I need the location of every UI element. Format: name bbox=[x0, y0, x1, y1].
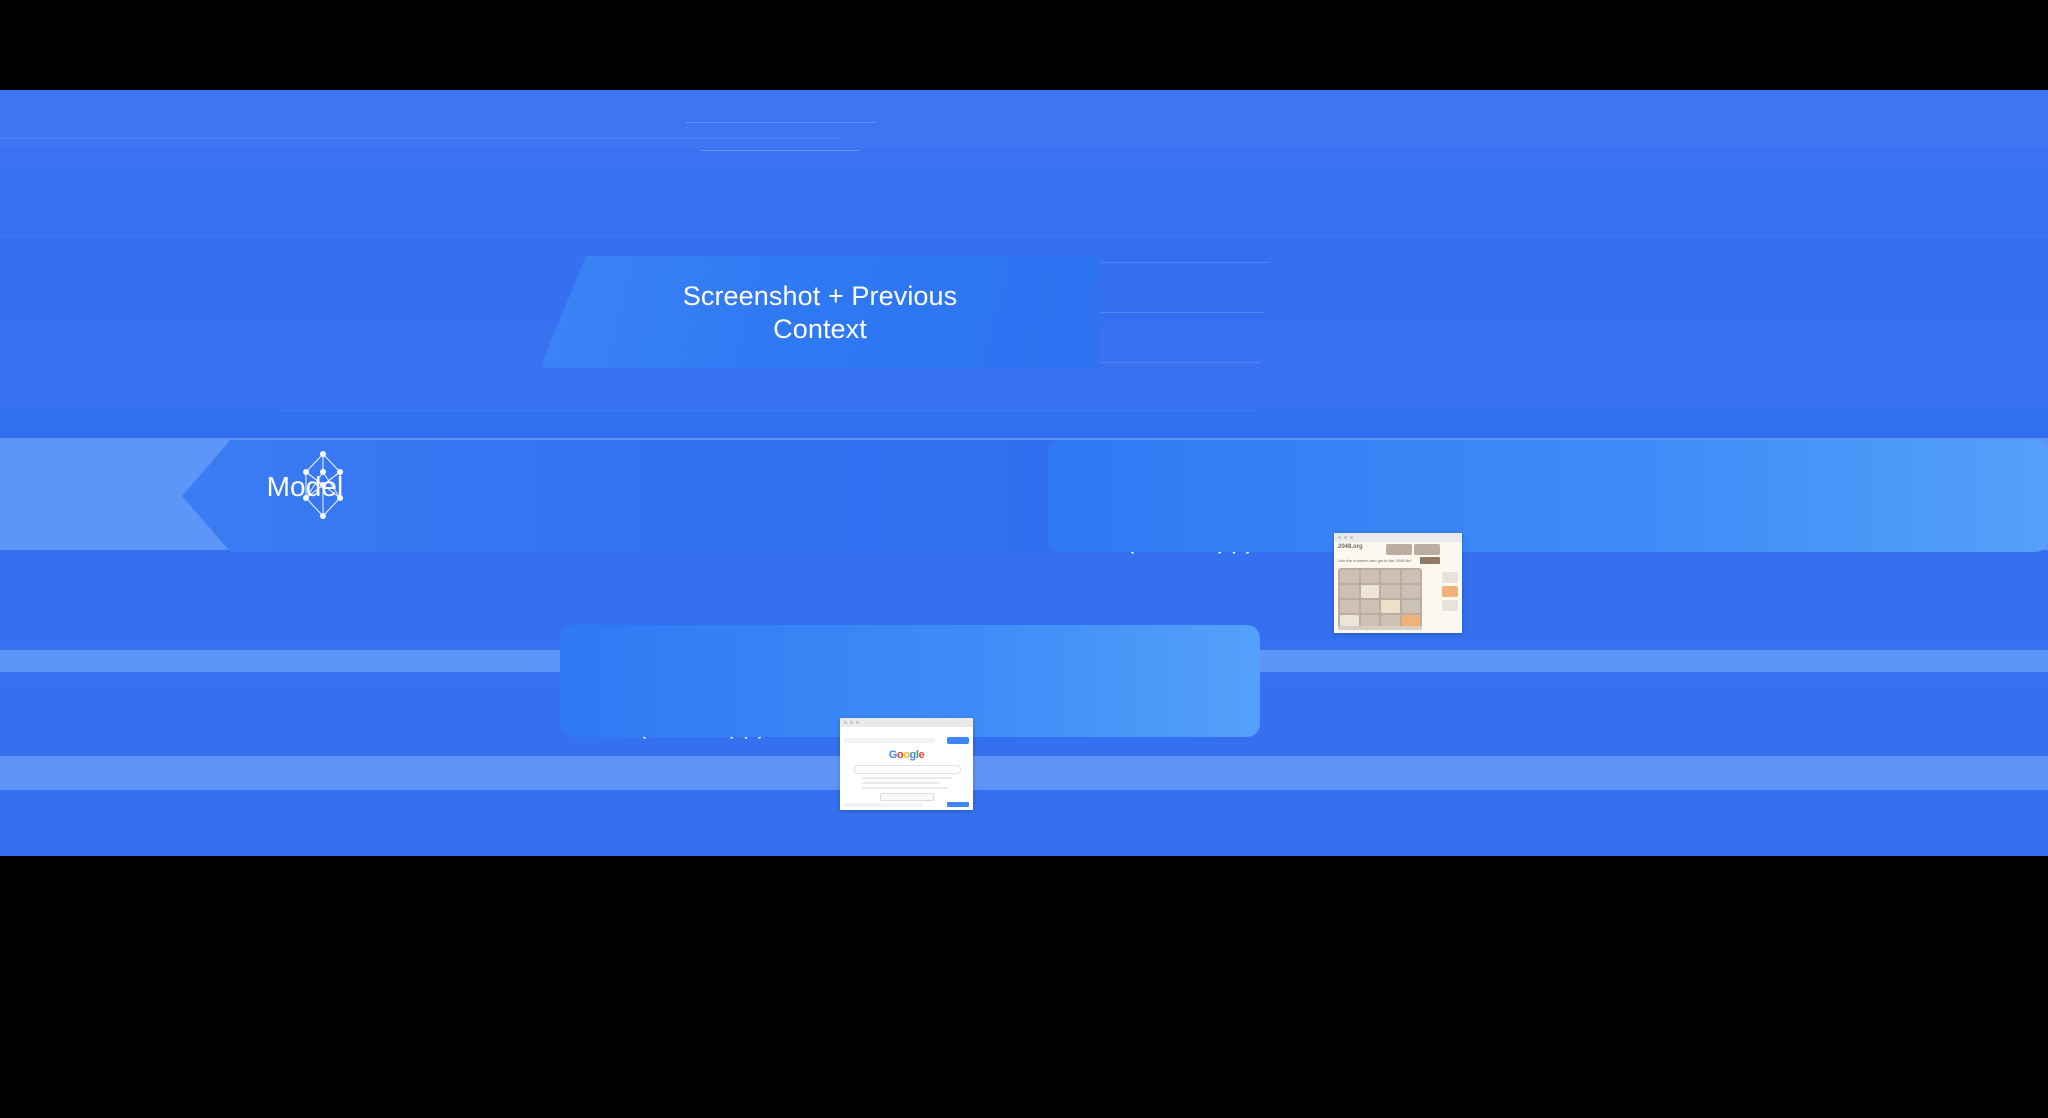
game-tile bbox=[1360, 585, 1379, 598]
window-dot bbox=[1344, 536, 1347, 539]
thumbnail-browser-body: Google bbox=[840, 727, 973, 810]
letterbox-top bbox=[0, 0, 2048, 90]
node-environment-right[interactable] bbox=[1048, 440, 2048, 552]
connector-line bbox=[0, 137, 840, 139]
background-band bbox=[0, 174, 2048, 236]
google-logo: Google bbox=[888, 749, 925, 761]
connector-line bbox=[0, 236, 2048, 237]
thumbnail-2048-game[interactable]: 2048.org Join the numbers and get to the… bbox=[1334, 533, 1462, 633]
thumbnail-google-search[interactable]: Google bbox=[840, 718, 973, 810]
side-panel-button[interactable] bbox=[1442, 586, 1458, 597]
google-search-input[interactable] bbox=[854, 765, 961, 774]
game-site-title: 2048.org bbox=[1338, 544, 1363, 550]
window-dot bbox=[850, 721, 853, 724]
background-band bbox=[0, 370, 2048, 408]
browser-footer-button[interactable] bbox=[947, 802, 969, 807]
game-tile bbox=[1381, 570, 1400, 583]
game-tile bbox=[1360, 570, 1379, 583]
thumbnail-2048-body: 2048.org Join the numbers and get to the… bbox=[1334, 542, 1462, 633]
background-band bbox=[0, 148, 2048, 174]
content-line bbox=[862, 777, 952, 779]
game-tile bbox=[1340, 600, 1359, 613]
game-tile bbox=[1340, 570, 1359, 583]
connector-line bbox=[300, 738, 478, 739]
game-tile bbox=[1401, 600, 1420, 613]
game-tile bbox=[1401, 570, 1420, 583]
browser-footer bbox=[843, 803, 923, 807]
center-button[interactable] bbox=[880, 793, 934, 801]
content-line bbox=[862, 787, 948, 789]
game-footer bbox=[1338, 626, 1422, 630]
game-subtitle: Join the numbers and get to the 2048 til… bbox=[1338, 558, 1412, 563]
background-band bbox=[0, 756, 2048, 790]
browser-action-button[interactable] bbox=[947, 737, 969, 744]
game-tile bbox=[1340, 585, 1359, 598]
content-line bbox=[862, 782, 940, 784]
best-box bbox=[1414, 544, 1440, 555]
background-band bbox=[0, 90, 2048, 148]
connector-line bbox=[700, 150, 860, 151]
window-dot bbox=[1350, 536, 1353, 539]
browser-url-bar[interactable] bbox=[843, 738, 935, 743]
connector-line bbox=[686, 122, 876, 123]
thumbnail-titlebar bbox=[1334, 533, 1462, 542]
letterbox-bottom bbox=[0, 856, 2048, 1118]
window-dot bbox=[844, 721, 847, 724]
side-panel-button[interactable] bbox=[1442, 572, 1458, 583]
game-tile bbox=[1360, 600, 1379, 613]
score-box bbox=[1386, 544, 1412, 555]
background-band bbox=[0, 790, 2048, 856]
diagram-canvas: Screenshot + Previous Context Model bbox=[0, 90, 2048, 856]
game-grid bbox=[1338, 568, 1422, 630]
connector-line bbox=[278, 410, 1260, 411]
game-tile bbox=[1401, 585, 1420, 598]
neural-network-icon bbox=[303, 451, 343, 519]
side-panel-button[interactable] bbox=[1442, 600, 1458, 611]
window-dot bbox=[1338, 536, 1341, 539]
window-dot bbox=[856, 721, 859, 724]
game-tile bbox=[1381, 600, 1400, 613]
game-tile bbox=[1381, 585, 1400, 598]
node-screenshot-context-label: Screenshot + Previous Context bbox=[682, 281, 958, 344]
thumbnail-titlebar bbox=[840, 718, 973, 727]
new-game-button[interactable] bbox=[1420, 557, 1440, 564]
